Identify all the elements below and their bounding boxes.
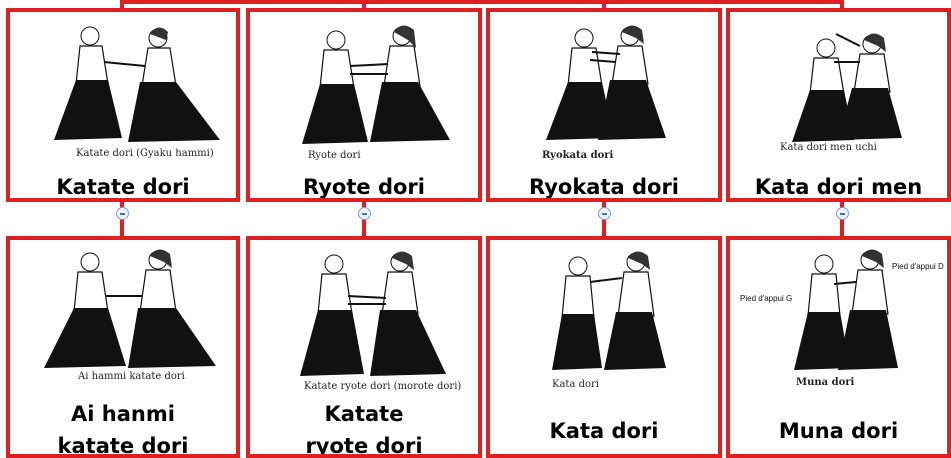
caption: Ai hammi katate dori [78, 371, 185, 382]
caption: Muna dori [796, 377, 855, 388]
card-title: Ryokata dori [528, 175, 679, 199]
title-line: Katate [324, 402, 404, 426]
caption: Ryokata dori [542, 150, 614, 161]
collapse-toggle-2[interactable] [358, 207, 371, 220]
card-title: Katate ryote dori [250, 398, 478, 458]
illustration-ryote-dori [302, 25, 450, 144]
illustration-katate-ryote-dori [300, 251, 446, 376]
collapse-toggle-3[interactable] [598, 207, 611, 220]
card-title: Muna dori [778, 419, 899, 443]
illustration-ai-hanmi-katate-dori [44, 249, 216, 368]
card-title: Kata dori [549, 419, 659, 443]
card-title: Katate dori [56, 175, 190, 199]
collapse-toggle-4[interactable] [836, 207, 849, 220]
card-ryokata-dori[interactable]: Ryokata dori Ryokata dori [486, 8, 722, 202]
caption: Kata dori men uchi [780, 142, 877, 153]
card-kata-dori-men-uchi[interactable]: Kata dori men uchi Kata dori men uchi [726, 8, 951, 202]
card-title: Ai hanmi katate dori [10, 398, 236, 458]
caption: Katate ryote dori (morote dori) [304, 381, 462, 392]
card-katate-dori[interactable]: Katate dori (Gyaku hammi) Katate dori [6, 8, 240, 202]
note-right: Pied d'appui D [892, 262, 944, 271]
title-line: katate dori [57, 434, 189, 458]
illustration-kata-dori-men-uchi [792, 33, 902, 142]
card-katate-ryote-dori[interactable]: Katate ryote dori (morote dori) Katate r… [246, 236, 482, 458]
collapse-toggle-1[interactable] [116, 207, 129, 220]
card-kata-dori[interactable]: Kata dori Kata dori [486, 236, 722, 458]
illustration-katate-dori [54, 26, 220, 142]
caption: Katate dori (Gyaku hammi) [76, 148, 214, 159]
illustration-ryokata-dori [546, 25, 666, 140]
title-line: ryote dori [305, 434, 423, 458]
caption: Ryote dori [308, 150, 361, 161]
note-left: Pied d'appui G [740, 294, 793, 303]
illustration-muna-dori [794, 249, 898, 370]
title-line: Ai hanmi [71, 402, 175, 426]
illustration-kata-dori [552, 251, 666, 370]
card-ai-hanmi-katate-dori[interactable]: Ai hammi katate dori Ai hanmi katate dor… [6, 236, 240, 458]
card-ryote-dori[interactable]: Ryote dori Ryote dori [246, 8, 482, 202]
card-muna-dori[interactable]: Pied d'appui G Pied d'appui D Muna dori … [726, 236, 951, 458]
card-title: Ryote dori [303, 175, 425, 199]
card-title: Kata dori men uchi [754, 175, 923, 199]
caption: Kata dori [552, 379, 599, 390]
